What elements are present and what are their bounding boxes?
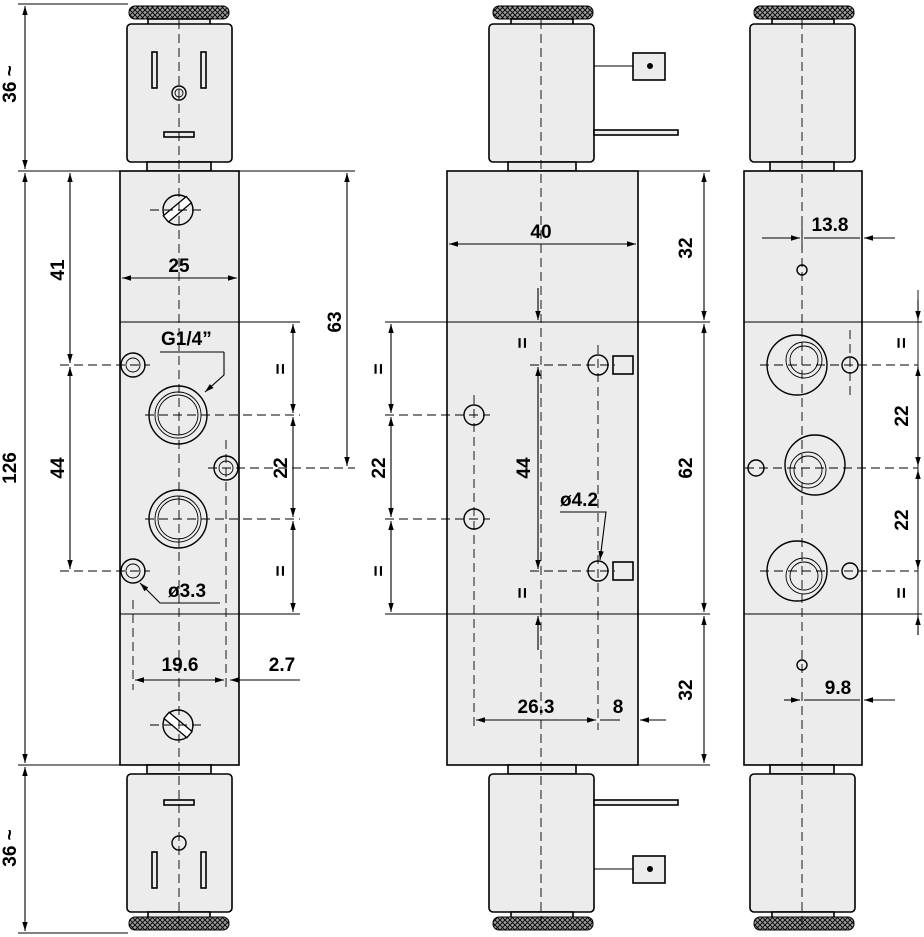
coil-bottom: [749, 773, 856, 913]
spade-plate-top: [593, 129, 679, 136]
connector-pin-right-b: [200, 851, 207, 889]
middle-view: 40 32 62 32 44 22 = = = = ø4.2 26.3 8: [369, 5, 710, 931]
dim-side-spacing: 22: [369, 457, 390, 478]
dim-side-spacing: 22: [271, 457, 292, 478]
spade-plate-bottom: [593, 799, 679, 806]
dim-total-to-port: 63: [325, 311, 346, 332]
port-center: [784, 434, 846, 496]
equal-mark-top: =: [892, 337, 913, 348]
connector-pin-left-b: [151, 851, 158, 889]
connector-pin-right: [200, 51, 207, 89]
dim-overall-height: 126: [0, 452, 21, 484]
knurled-nut-top: [492, 5, 594, 20]
thread-label: G1/4”: [161, 329, 212, 350]
spade-hole: [647, 63, 653, 69]
hex-nut-bottom: [507, 764, 577, 775]
mount-hole-label: ø3.3: [168, 581, 206, 602]
dim-width: 40: [530, 222, 551, 243]
dim-hole-edge: 8: [613, 697, 624, 718]
equal-mark-bottom: =: [271, 565, 292, 576]
knurled-nut-top: [753, 5, 855, 20]
coil-top: [488, 23, 595, 163]
leader-line: [139, 582, 220, 604]
connector-pin-left: [151, 51, 158, 89]
leader-line: [204, 352, 225, 393]
knurled-nut-top: [128, 5, 230, 20]
hex-nut-top: [507, 161, 577, 172]
mount-hole-label: ø4.2: [560, 490, 598, 511]
dim-port-to-top: 41: [48, 259, 69, 281]
left-view: 36 ~ 126 36 ~ 41 44 25 63 G1/4” 22 = = ø…: [0, 3, 355, 934]
dim-end-height-top: 32: [676, 237, 697, 258]
dim-width: 25: [168, 256, 190, 277]
dim-bottom-offset: 9.8: [825, 678, 851, 699]
dim-side-offset: 2.7: [269, 655, 295, 676]
dim-top-offset: 13.8: [812, 215, 849, 236]
dim-spacing-lower: 22: [892, 509, 913, 530]
spade-hole: [647, 866, 653, 872]
dim-coil-bottom: 36 ~: [0, 829, 21, 867]
dim-coil-top: 36 ~: [0, 65, 21, 103]
dim-center-height: 62: [676, 457, 697, 478]
equal-mark-mid-top: =: [513, 337, 534, 348]
dim-spacing-upper: 22: [892, 405, 913, 426]
coil-top: [749, 23, 856, 163]
equal-mark-left-bottom: =: [369, 565, 390, 576]
right-view: 13.8 9.8 22 22 = =: [743, 5, 922, 931]
coil-bottom: [488, 773, 595, 913]
dim-hole-offset: 26.3: [518, 697, 555, 718]
valve-body-middle: [446, 170, 639, 766]
leader-line: [560, 511, 607, 561]
equal-mark-bottom: =: [892, 587, 913, 598]
equal-mark-top: =: [271, 363, 292, 374]
equal-mark-left-top: =: [369, 363, 390, 374]
equal-mark-mid-bottom: =: [513, 587, 534, 598]
dim-port-spacing: 44: [514, 457, 535, 479]
knurled-nut-bottom: [492, 916, 594, 931]
dim-port-offset: 19.6: [162, 655, 199, 676]
dim-end-height-bottom: 32: [676, 679, 697, 700]
knurled-nut-bottom: [753, 916, 855, 931]
dim-port-spacing: 44: [48, 457, 69, 479]
